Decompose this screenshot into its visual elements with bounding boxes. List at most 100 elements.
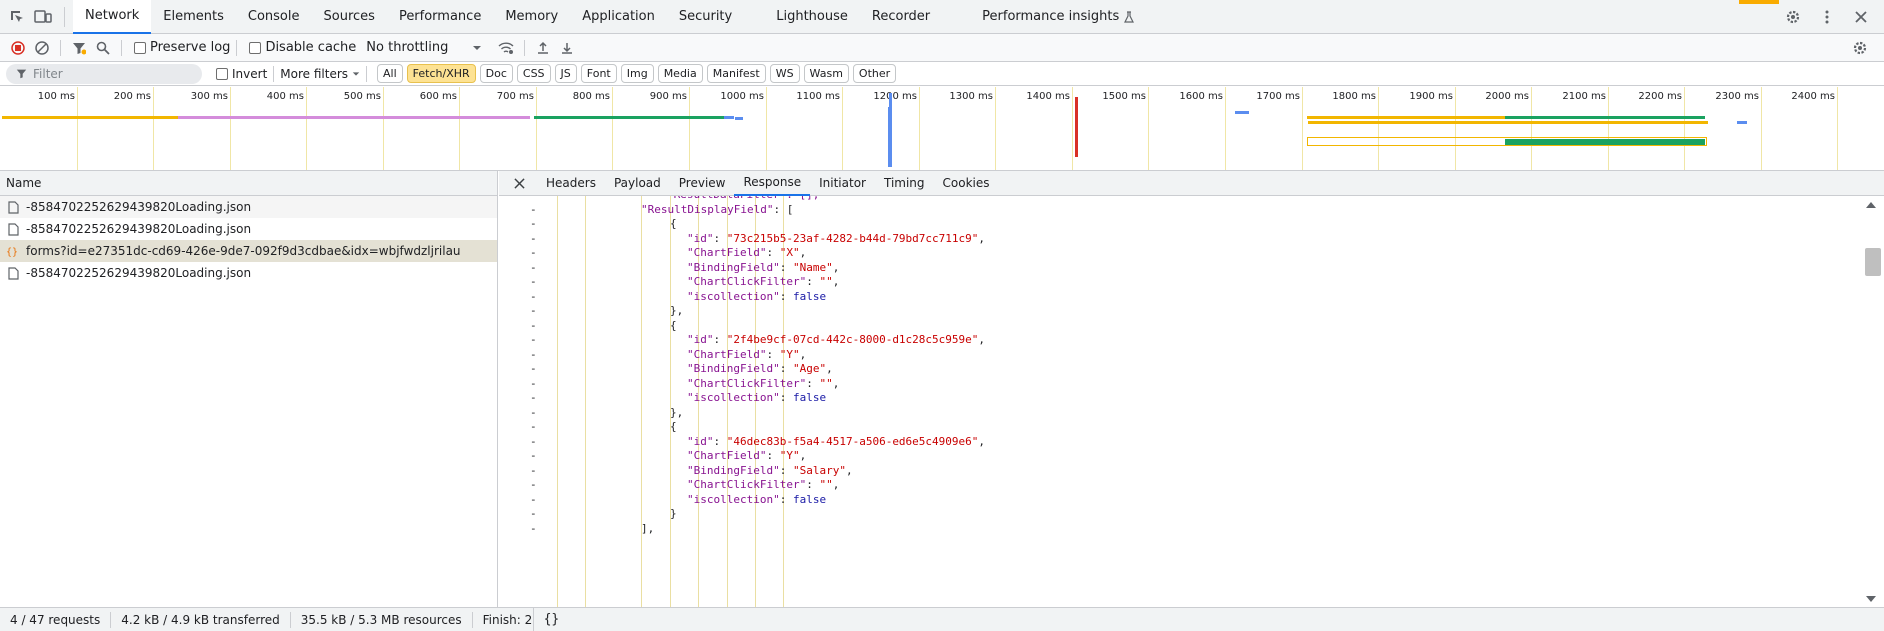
scrollbar-thumb[interactable] — [1865, 248, 1881, 276]
json-string-value: "Name" — [792, 260, 833, 274]
detail-tab-payload[interactable]: Payload — [613, 176, 661, 190]
fold-marker[interactable]: - — [530, 217, 537, 230]
status-separator — [532, 607, 534, 631]
filter-type-all[interactable]: All — [377, 64, 403, 83]
request-row[interactable]: -8584702252629439820Loading.json — [0, 262, 497, 284]
fold-marker[interactable]: - — [530, 434, 537, 448]
pretty-print-button[interactable]: {} — [543, 612, 560, 627]
timeline-tick-label: 1800 ms — [1332, 91, 1376, 102]
fold-marker[interactable]: - — [530, 196, 537, 201]
filter-type-fetchxhr[interactable]: Fetch/XHR — [406, 64, 476, 83]
checkbox-box[interactable] — [249, 41, 262, 54]
throttling-select[interactable]: No throttling — [366, 40, 482, 55]
name-column-header[interactable]: Name — [0, 171, 497, 196]
fold-marker[interactable]: - — [530, 231, 537, 245]
fold-marker[interactable]: - — [530, 362, 537, 375]
json-line: "ChartClickFilter": "", — [687, 275, 839, 288]
settings-gear-icon[interactable] — [1780, 4, 1806, 30]
fold-marker[interactable]: - — [530, 304, 537, 317]
tab-application[interactable]: Application — [582, 9, 655, 24]
filter-type-wasm[interactable]: Wasm — [803, 64, 849, 83]
fold-marker[interactable]: - — [530, 246, 537, 259]
fold-marker[interactable]: - — [530, 478, 537, 491]
detail-tab-preview[interactable]: Preview — [678, 176, 726, 190]
filter-type-other[interactable]: Other — [852, 64, 897, 83]
detail-tab-initiator[interactable]: Initiator — [819, 176, 866, 190]
fold-marker[interactable]: - — [530, 318, 537, 332]
checkbox-box[interactable] — [134, 41, 146, 54]
detail-tab-response[interactable]: Response — [734, 171, 811, 196]
close-devtools-icon[interactable] — [1848, 4, 1874, 30]
fold-marker[interactable]: - — [530, 463, 537, 477]
export-har-icon[interactable] — [555, 36, 579, 60]
filter-type-doc[interactable]: Doc — [479, 64, 513, 83]
fold-marker[interactable]: - — [530, 507, 537, 520]
tab-elements[interactable]: Elements — [163, 9, 224, 24]
experiment-flask-icon — [1123, 0, 1135, 34]
more-options-icon[interactable] — [1814, 4, 1840, 30]
record-stop-icon[interactable] — [6, 36, 30, 60]
detail-tab-cookies[interactable]: Cookies — [942, 176, 990, 190]
filter-type-css[interactable]: CSS — [516, 64, 551, 83]
tab-memory[interactable]: Memory — [505, 9, 559, 24]
detail-tab-headers[interactable]: Headers — [546, 176, 596, 190]
scroll-up-icon[interactable] — [1866, 202, 1876, 208]
import-har-icon[interactable] — [531, 36, 555, 60]
json-token: , — [799, 347, 807, 361]
network-settings-gear-icon[interactable] — [1848, 36, 1872, 60]
scroll-down-icon[interactable] — [1866, 596, 1876, 602]
checkbox-box[interactable] — [216, 67, 228, 80]
request-row[interactable]: -8584702252629439820Loading.json — [0, 218, 497, 240]
filter-type-img[interactable]: Img — [620, 64, 654, 83]
fold-marker[interactable]: - — [530, 521, 537, 535]
response-scrollbar[interactable] — [1860, 196, 1884, 607]
network-conditions-icon[interactable] — [494, 36, 518, 60]
fold-marker[interactable]: - — [530, 333, 537, 346]
request-row[interactable]: -8584702252629439820Loading.json — [0, 196, 497, 218]
filter-type-ws[interactable]: WS — [769, 64, 800, 83]
close-detail-icon[interactable] — [509, 173, 529, 193]
filter-type-font[interactable]: Font — [580, 64, 617, 83]
disable-cache-checkbox[interactable]: Disable cache — [249, 40, 356, 55]
response-json-viewer[interactable]: "ResultDataFilter": [],-"ResultDisplayFi… — [499, 196, 1859, 607]
filter-type-media[interactable]: Media — [657, 64, 703, 83]
fold-marker[interactable]: - — [530, 405, 537, 419]
timeline-request-bar — [1737, 121, 1747, 124]
request-row[interactable]: {}forms?id=e27351dc-cd69-426e-9de7-092f9… — [0, 240, 497, 262]
tab-recorder[interactable]: Recorder — [871, 9, 931, 24]
more-filters-dropdown[interactable]: More filters — [280, 67, 360, 81]
tab-performance-insights[interactable]: Performance insights — [982, 9, 1120, 24]
tab-security[interactable]: Security — [678, 9, 733, 24]
filter-type-manifest[interactable]: Manifest — [706, 64, 766, 83]
filter-funnel-icon[interactable] — [67, 36, 91, 60]
tab-network[interactable]: Network — [73, 0, 152, 34]
json-boolean-value: false — [792, 492, 827, 506]
fold-marker[interactable]: - — [530, 289, 537, 303]
detail-tab-timing[interactable]: Timing — [883, 176, 925, 190]
filter-type-js[interactable]: JS — [554, 64, 577, 83]
fold-marker[interactable]: - — [530, 260, 537, 274]
tab-performance[interactable]: Performance — [398, 9, 482, 24]
filter-input[interactable]: Filter — [6, 63, 202, 84]
invert-checkbox[interactable]: Invert — [216, 67, 267, 81]
device-toolbar-icon[interactable] — [30, 4, 56, 30]
fold-marker[interactable]: - — [530, 275, 537, 288]
json-string-value: "X" — [779, 246, 800, 259]
tab-sources[interactable]: Sources — [323, 9, 375, 24]
preserve-log-checkbox[interactable]: Preserve log — [134, 40, 230, 55]
fold-marker[interactable]: - — [530, 202, 537, 216]
tab-lighthouse[interactable]: Lighthouse — [776, 9, 848, 24]
detail-tabs: Headers Payload Preview Response Initiator Ti… — [499, 171, 1884, 196]
fold-marker[interactable]: - — [530, 420, 537, 433]
search-icon[interactable] — [91, 36, 115, 60]
clear-icon[interactable] — [30, 36, 54, 60]
fold-marker[interactable]: - — [530, 449, 537, 462]
fold-marker[interactable]: - — [530, 391, 537, 404]
tab-console[interactable]: Console — [247, 9, 300, 24]
fold-marker[interactable]: - — [530, 347, 537, 361]
fold-marker[interactable]: - — [530, 376, 537, 390]
fold-marker[interactable]: - — [530, 492, 537, 506]
inspect-element-icon[interactable] — [4, 4, 30, 30]
